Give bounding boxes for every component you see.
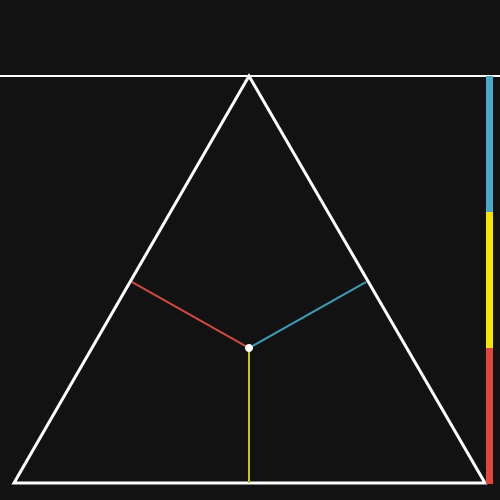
sum-bar-segment-base-distance [486,212,493,348]
sum-bar-segment-right-distance [486,76,493,212]
perpendicular-to-right-side [248,281,367,349]
sum-bar-segment-left-distance [486,348,493,484]
perpendicular-to-left-side [131,281,250,349]
interior-point[interactable] [245,344,253,352]
